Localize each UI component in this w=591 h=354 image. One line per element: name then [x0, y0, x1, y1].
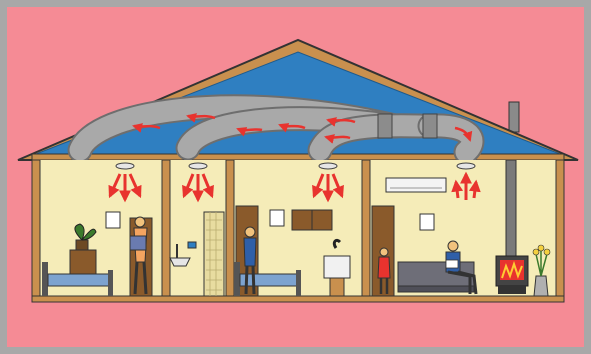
- wash-basin: [170, 258, 190, 266]
- ceiling-vent-icon: [189, 163, 207, 169]
- bed-headboard: [42, 262, 48, 296]
- ceiling-vent-icon: [457, 163, 475, 169]
- duct-junction: [423, 114, 437, 138]
- laundry-basket: [130, 236, 146, 250]
- wall-picture: [106, 212, 120, 228]
- ceiling-joist: [32, 154, 564, 160]
- duct-arrow: [326, 137, 350, 138]
- bed-footboard: [296, 270, 301, 296]
- television: [324, 256, 350, 278]
- red-arrow-icon: [456, 182, 458, 198]
- bed: [48, 274, 112, 286]
- partition-wall: [226, 160, 234, 298]
- roof-flue: [509, 102, 519, 132]
- ceiling-vent-icon: [116, 163, 134, 169]
- red-arrow-icon: [474, 182, 476, 198]
- right-wall: [556, 160, 564, 298]
- wall-picture: [270, 210, 284, 226]
- heater-flue: [506, 160, 516, 256]
- bed-headboard: [234, 262, 240, 296]
- duct-fan-unit: [378, 114, 392, 138]
- shower-screen: [204, 212, 224, 296]
- tv-stand: [330, 278, 344, 296]
- bed-footboard: [108, 270, 113, 296]
- wall-air-conditioner: [386, 178, 446, 192]
- plant-pot: [76, 240, 88, 250]
- duct-arrow: [238, 129, 262, 130]
- partition-wall: [162, 160, 170, 298]
- partition-wall: [362, 160, 370, 298]
- floor: [32, 296, 564, 302]
- bed: [240, 274, 300, 286]
- ceiling-vent-icon: [319, 163, 337, 169]
- soap-dish: [188, 242, 196, 248]
- tap: [176, 244, 178, 258]
- wall-picture: [420, 214, 434, 230]
- newspaper: [446, 260, 458, 268]
- vase: [534, 276, 548, 296]
- left-wall: [32, 160, 40, 298]
